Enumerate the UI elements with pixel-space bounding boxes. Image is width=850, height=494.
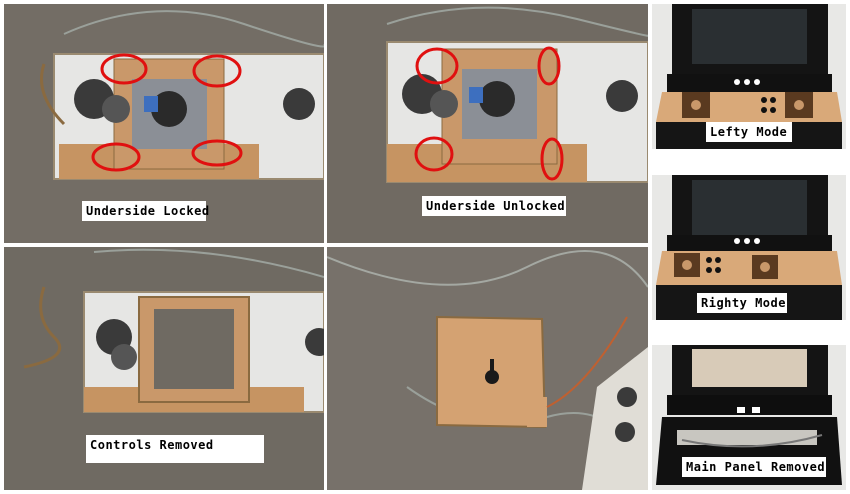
highlight-circles (414, 46, 564, 181)
photo-lefty-mode: Lefty Mode (652, 4, 846, 149)
caption-underside-locked: Underside Locked (82, 201, 209, 221)
caption-lefty-mode: Lefty Mode (706, 122, 792, 142)
highlight-circles (91, 53, 243, 172)
photo-main-panel-removed-image (652, 345, 846, 490)
caption-main-panel-removed: Main Panel Removed (682, 457, 826, 477)
photo-main-panel-removed: Main Panel Removed (652, 345, 846, 490)
photo-removed-panel (327, 247, 648, 490)
caption-righty-mode: Righty Mode (697, 293, 787, 313)
photo-removed-panel-image (327, 247, 648, 490)
photo-underside-locked-image (4, 4, 324, 243)
photo-underside-unlocked: Underside Unlocked (327, 4, 648, 243)
photo-righty-mode: Righty Mode (652, 175, 846, 320)
photo-underside-locked: Underside Locked (4, 4, 324, 243)
caption-controls-removed: Controls Removed (86, 435, 264, 463)
caption-underside-unlocked: Underside Unlocked (422, 196, 566, 216)
photo-controls-removed: Controls Removed (4, 247, 324, 490)
